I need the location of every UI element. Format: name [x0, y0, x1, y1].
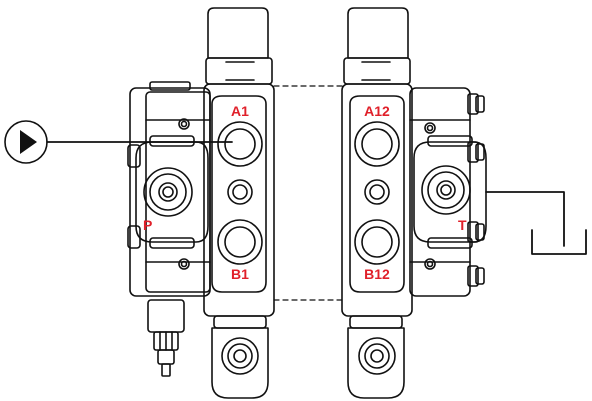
pump-symbol-icon — [4, 120, 48, 164]
port-label-b12: B12 — [364, 266, 390, 282]
inlet-section — [127, 81, 211, 377]
tank-symbol-icon — [531, 229, 587, 255]
port-label-t: T — [458, 217, 467, 233]
work-section-12 — [341, 7, 413, 399]
port-label-a1: A1 — [231, 103, 249, 119]
port-label-p: P — [143, 217, 152, 233]
return-line — [485, 191, 565, 247]
work-section-1 — [203, 7, 275, 399]
outlet-section — [409, 87, 487, 297]
section-gap-dashes — [273, 85, 343, 301]
port-label-b1: B1 — [231, 266, 249, 282]
port-label-a12: A12 — [364, 103, 390, 119]
